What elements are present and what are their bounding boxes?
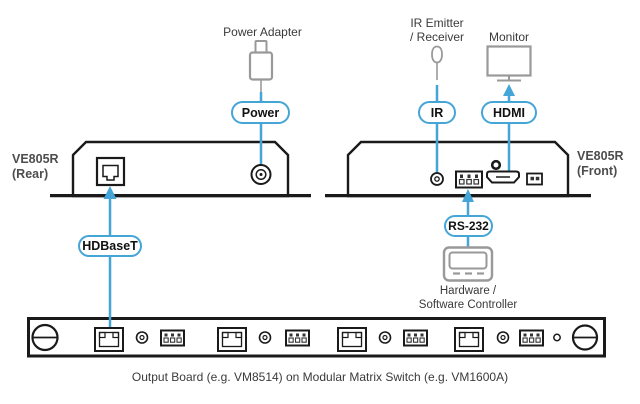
terminal-block-icon [403, 329, 428, 347]
controller-icon [442, 246, 494, 282]
arrow-up-icon [462, 189, 474, 202]
ir-emitter-label-line2: / Receiver [409, 30, 465, 44]
ve805r-front-name: VE805R [577, 149, 624, 163]
ir-emitter-label-line1: IR Emitter [410, 16, 464, 30]
ve805r-rear-side: (Rear) [12, 167, 49, 181]
ir-jack-icon [378, 331, 392, 344]
terminal-block-icon [160, 329, 185, 347]
screw-icon [31, 323, 59, 352]
ir-connection-badge: IR [418, 101, 456, 124]
monitor-icon [486, 45, 532, 82]
ve805r-rear-label: VE805R (Rear) [12, 152, 59, 182]
ir-emitter-icon [431, 45, 443, 80]
ir-jack-icon [496, 331, 510, 344]
arrow-up-icon [103, 186, 117, 199]
power-adapter-label: Power Adapter [223, 25, 302, 39]
terminal-block-icon [519, 329, 544, 347]
hdmi-connection-badge: HDMI [481, 101, 537, 124]
ir-jack-icon [430, 172, 444, 186]
ve805r-rear-panel [50, 140, 311, 198]
ve805r-rear-name: VE805R [12, 152, 59, 166]
connection-arrows [103, 84, 515, 202]
hdbaset-connection-badge: HDBaseT [78, 235, 142, 257]
rj45-port-icon [217, 327, 247, 352]
ve805r-front-label: VE805R (Front) [577, 149, 624, 179]
monitor-label: Monitor [488, 30, 529, 44]
arrow-up-icon [503, 84, 515, 96]
rj45-port-icon [94, 327, 124, 352]
power-jack-icon [250, 164, 272, 185]
controller-label: Hardware / Software Controller [408, 285, 528, 312]
rs232-terminal-block-icon [455, 170, 483, 189]
service-port-icon [526, 172, 543, 186]
rj45-port-icon [454, 327, 484, 352]
rj45-port-icon [337, 327, 367, 352]
controller-label-line2: Software Controller [418, 298, 518, 311]
controller-label-line1: Hardware / [439, 285, 497, 297]
rs232-connection-badge: RS-232 [444, 215, 493, 237]
ir-jack-icon [258, 331, 272, 344]
ir-emitter-label: IR Emitter / Receiver [399, 16, 475, 44]
board-caption: Output Board (e.g. VM8514) on Modular Ma… [131, 370, 509, 384]
hdbaset-port-icon [95, 156, 126, 187]
ir-jack-icon [135, 331, 149, 344]
board-port-group [94, 327, 544, 352]
power-connection-badge: Power [231, 101, 290, 124]
led-icon [490, 159, 502, 171]
hdmi-port-icon [486, 170, 520, 184]
terminal-block-icon [285, 329, 310, 347]
led-icon [553, 333, 561, 342]
output-board [27, 317, 606, 358]
ve805r-front-side: (Front) [577, 164, 618, 178]
power-adapter-icon [248, 40, 274, 92]
screw-icon [571, 324, 599, 351]
